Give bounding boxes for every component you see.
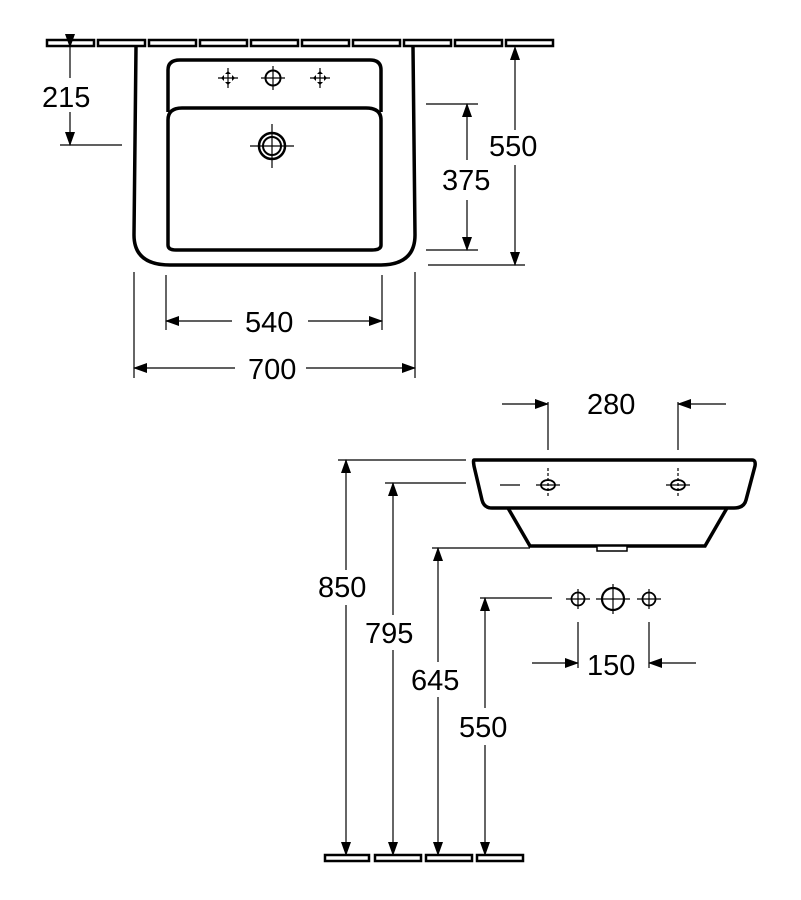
tap-hole-left-icon [218,68,238,88]
dim-795-label: 795 [365,618,413,650]
dim-795: 795 [365,482,413,856]
dim-280-label: 280 [587,389,635,421]
bowl-outline [166,106,383,252]
overflow-hole-left-icon [536,468,560,498]
tap-ledge [166,58,383,112]
basin-outline-top [132,46,417,267]
supply-fitting-left-icon [566,589,590,609]
waste-outlet [596,545,628,552]
dim-645-label: 645 [411,665,459,697]
dim-215-label: 215 [42,82,90,114]
dim-280: 280 [502,389,726,450]
tap-hole-center-icon [261,66,285,90]
dim-540: 540 [165,275,383,339]
dim-540-label: 540 [245,307,293,339]
basin-outline-side [471,458,757,510]
overflow-hole-right-icon [666,468,690,498]
dim-550-depth: 550 [428,46,537,266]
dim-700: 700 [133,272,416,386]
dim-700-label: 700 [248,354,296,386]
dim-850: 850 [318,459,366,856]
supply-fitting-right-icon [637,589,661,609]
dim-645: 645 [411,547,459,856]
top-view: 215 375 550 540 [42,34,555,386]
dim-375: 375 [426,103,490,251]
dim-215: 215 [42,34,122,146]
side-view: 280 [318,389,757,863]
drain-icon [250,124,294,168]
dim-550-height-label: 550 [459,712,507,744]
dim-850-label: 850 [318,572,366,604]
supply-fitting-center-icon [596,584,630,614]
dim-150: 150 [532,622,696,682]
dim-550-height: 550 [459,597,507,856]
dim-550-depth-label: 550 [489,131,537,163]
dim-150-label: 150 [587,650,635,682]
wall-tiles-top [45,38,555,48]
dim-375-label: 375 [442,165,490,197]
tap-hole-right-icon [310,68,330,88]
floor-tiles [323,853,525,863]
basin-pedestal-side [506,507,729,548]
